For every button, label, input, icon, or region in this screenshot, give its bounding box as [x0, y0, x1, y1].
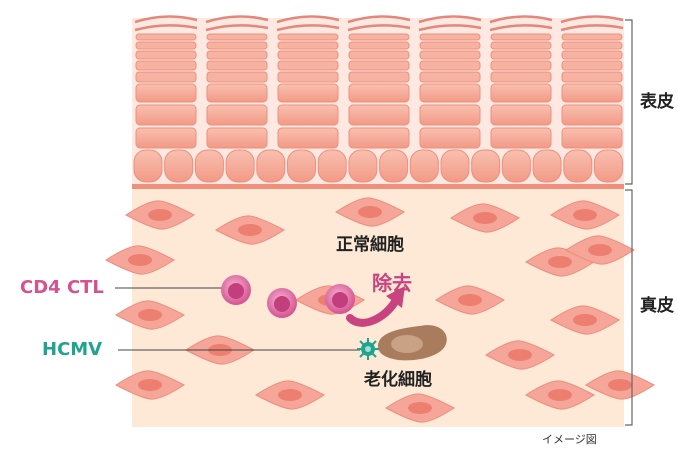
basal-cell	[288, 150, 316, 182]
dermis-label: 真皮	[640, 298, 674, 315]
basal-cell	[257, 150, 285, 182]
epidermis-column	[348, 16, 410, 148]
cd4-ctl-cell	[325, 284, 355, 314]
basal-cell	[533, 150, 561, 182]
basal-cell	[410, 150, 438, 182]
basal-cell	[472, 150, 500, 182]
basal-cell	[595, 150, 623, 182]
epidermis-layer	[132, 16, 624, 189]
epidermis-label: 表皮	[640, 94, 674, 111]
basal-cell	[226, 150, 254, 182]
epidermis-column	[277, 16, 339, 148]
hcmv-label: HCMV	[42, 341, 102, 359]
figure-caption: イメージ図	[542, 434, 597, 445]
removal-label: 除去	[372, 273, 412, 293]
basal-cell	[318, 150, 346, 182]
basal-cell	[349, 150, 377, 182]
cd4-ctl-cell	[267, 288, 297, 318]
epidermis-bracket	[625, 20, 632, 184]
basal-cell	[564, 150, 592, 182]
normal-cell-label: 正常細胞	[336, 237, 404, 254]
basal-cell	[441, 150, 469, 182]
basement-membrane	[132, 184, 624, 189]
senescent-cell-nucleus	[391, 335, 423, 353]
epidermis-column	[135, 16, 197, 148]
epidermis-column	[419, 16, 481, 148]
basal-cell	[165, 150, 193, 182]
basal-cell	[502, 150, 530, 182]
cd4-ctl-label: CD4 CTL	[20, 279, 104, 297]
epidermis-column	[206, 16, 268, 148]
dermis-layer	[106, 189, 654, 427]
basal-cell	[134, 150, 162, 182]
basal-cell	[380, 150, 408, 182]
epidermis-column	[490, 16, 552, 148]
basal-cell	[195, 150, 223, 182]
hcmv-virus-icon	[357, 338, 379, 360]
cd4-ctl-cell	[221, 275, 251, 305]
epidermis-column	[561, 16, 623, 148]
senescent-cell-label: 老化細胞	[364, 372, 432, 389]
